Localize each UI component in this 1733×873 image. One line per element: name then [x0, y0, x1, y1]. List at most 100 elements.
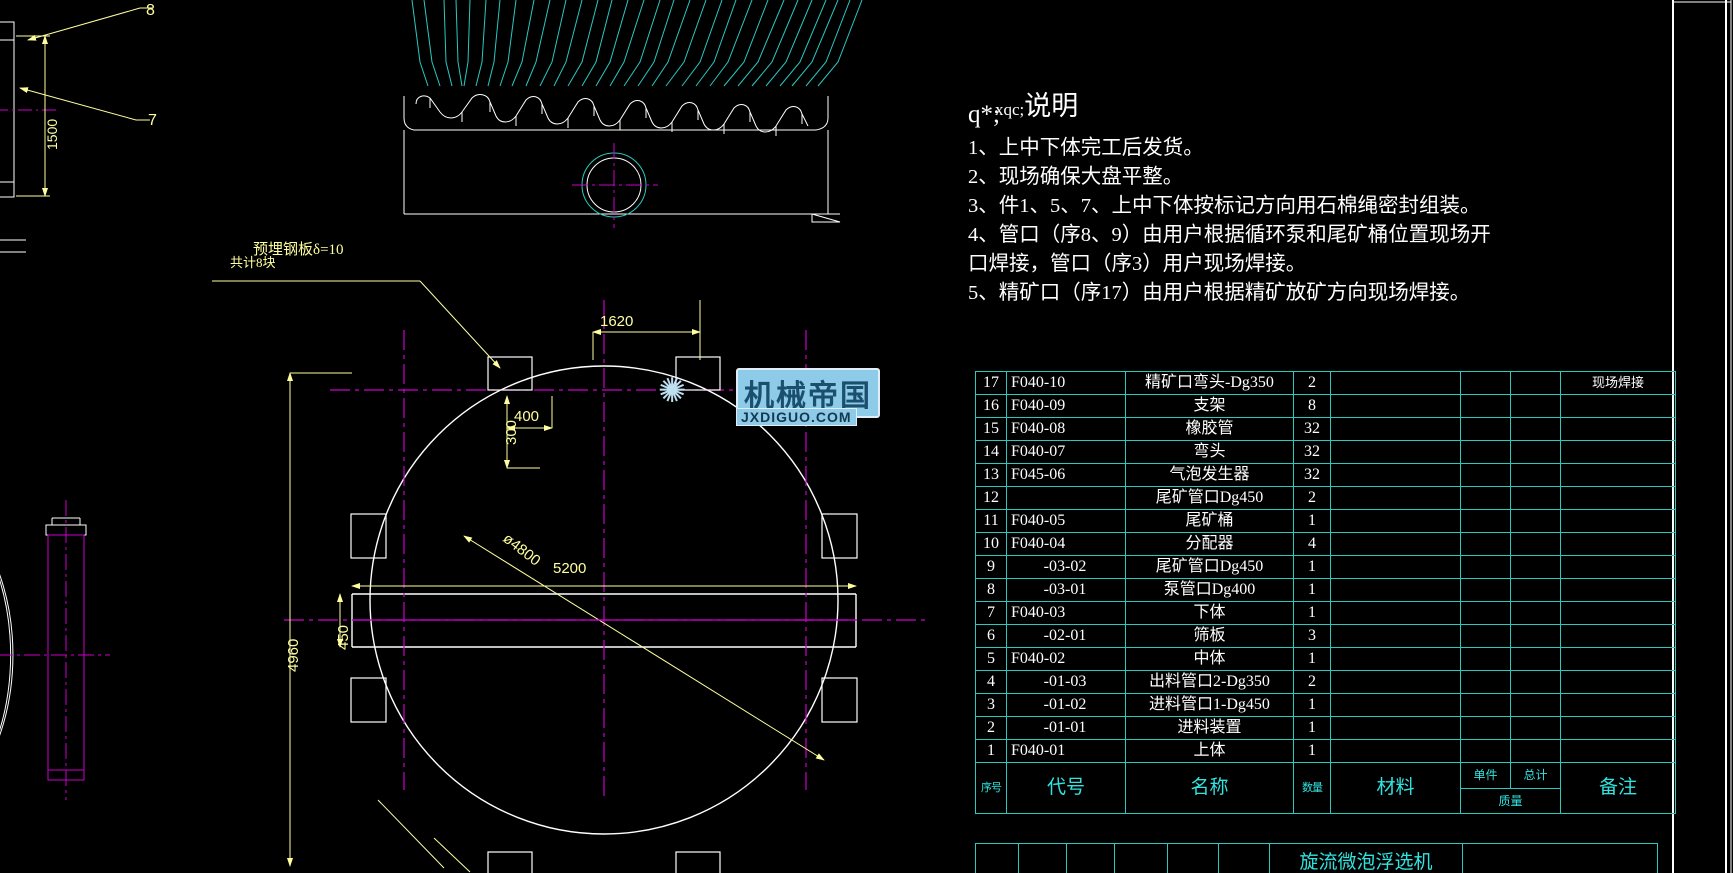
watermark-wing-icon: ✺ [658, 371, 687, 411]
bom-cell-name: 精矿口弯头-Dg350 [1125, 371, 1294, 395]
bom-cell-material [1330, 417, 1461, 441]
bom-header-row: 序号 代号 名称 数量 材料 单件 总计 质量 备注 [975, 762, 1676, 814]
bom-cell-no: 15 [975, 417, 1007, 441]
bom-cell-code: F040-07 [1006, 440, 1126, 464]
bom-cell-no: 7 [975, 601, 1007, 625]
bom-cell-remark [1560, 394, 1676, 418]
bom-cell-remark [1560, 509, 1676, 533]
bom-cell-mass-total [1510, 578, 1561, 602]
bom-header-code: 代号 [1006, 762, 1126, 814]
bom-cell-mass-single [1460, 555, 1511, 579]
bom-cell-qty: 1 [1293, 509, 1331, 533]
embed-plate-label: 预埋钢板δ=10 [253, 242, 344, 258]
bom-cell-material [1330, 670, 1461, 694]
bom-header-material: 材料 [1330, 762, 1461, 814]
bom-cell-code: F040-02 [1006, 647, 1126, 671]
bom-cell-material [1330, 486, 1461, 510]
dim-450: 450 [335, 624, 352, 650]
bom-cell-mass-total [1510, 440, 1561, 464]
bom-cell-no: 6 [975, 624, 1007, 648]
bom-cell-name: 筛板 [1125, 624, 1294, 648]
bom-cell-material [1330, 647, 1461, 671]
note-line-5: 口焊接，管口（序3）用户现场焊接。 [968, 253, 1307, 275]
bom-header-qty-label: 数量 [1302, 781, 1323, 794]
bom-cell-mass-total [1510, 509, 1561, 533]
bom-cell-mass-total [1510, 463, 1561, 487]
bom-cell-material [1330, 532, 1461, 556]
bom-cell-material [1330, 716, 1461, 740]
dim-300: 300 [503, 419, 520, 445]
bom-cell-mass-single [1460, 693, 1511, 717]
bom-cell-code: F040-04 [1006, 532, 1126, 556]
bom-cell-mass-single [1460, 532, 1511, 556]
bom-cell-name: 进料装置 [1125, 716, 1294, 740]
bom-cell-no: 5 [975, 647, 1007, 671]
bom-cell-mass-total [1510, 739, 1561, 763]
bom-cell-name: 下体 [1125, 601, 1294, 625]
bom-cell-code: -01-03 [1006, 670, 1126, 694]
bom-cell-no: 12 [975, 486, 1007, 510]
bom-cell-remark [1560, 693, 1676, 717]
bom-cell-remark [1560, 578, 1676, 602]
bom-cell-qty: 1 [1293, 716, 1331, 740]
bom-header-mass-total: 总计 [1523, 768, 1548, 782]
bom-cell-no: 9 [975, 555, 1007, 579]
notes-title-text: 说明 [1024, 91, 1079, 121]
bom-cell-mass-single [1460, 716, 1511, 740]
bom-header-mass: 单件 总计 质量 [1460, 762, 1561, 814]
bom-cell-qty: 4 [1293, 532, 1331, 556]
bom-cell-qty: 1 [1293, 601, 1331, 625]
bom-cell-mass-single [1460, 486, 1511, 510]
tb-cell-2 [1018, 843, 1067, 873]
bom-cell-code: -02-01 [1006, 624, 1126, 648]
bom-cell-code: -03-02 [1006, 555, 1126, 579]
bom-cell-remark [1560, 555, 1676, 579]
bom-cell-name: 进料管口1-Dg450 [1125, 693, 1294, 717]
bom-cell-qty: 2 [1293, 486, 1331, 510]
title-block: 旋流微泡浮选机 [975, 843, 1658, 873]
bom-cell-mass-total [1510, 624, 1561, 648]
bom-cell-mass-total [1510, 555, 1561, 579]
bom-cell-material [1330, 739, 1461, 763]
bom-cell-mass-total [1510, 647, 1561, 671]
bom-cell-remark [1560, 624, 1676, 648]
bom-cell-mass-total [1510, 371, 1561, 395]
bom-header-no: 序号 [975, 762, 1007, 814]
top-left-elevation [0, 7, 152, 253]
bom-cell-name: 尾矿管口Dg450 [1125, 486, 1294, 510]
tb-drawing-name: 旋流微泡浮选机 [1269, 843, 1463, 873]
bom-cell-mass-single [1460, 601, 1511, 625]
bom-cell-mass-total [1510, 486, 1561, 510]
bom-cell-remark [1560, 601, 1676, 625]
bom-cell-mass-single [1460, 440, 1511, 464]
note-line-3: 3、件1、5、7、上中下体按标记方向用石棉绳密封组装。 [968, 195, 1481, 217]
dim-1500: 1500 [44, 118, 60, 150]
bom-cell-qty: 1 [1293, 693, 1331, 717]
bom-cell-mass-single [1460, 739, 1511, 763]
bom-header-mass-label: 质量 [1461, 787, 1560, 813]
bom-cell-mass-total [1510, 532, 1561, 556]
bom-cell-material [1330, 601, 1461, 625]
bom-cell-mass-single [1460, 417, 1511, 441]
watermark: ✺ 机械帝国 JXDIGUO.COM [658, 368, 918, 432]
bom-cell-remark [1560, 486, 1676, 510]
tb-cell-6 [1218, 843, 1270, 873]
bom-cell-name: 尾矿管口Dg450 [1125, 555, 1294, 579]
watermark-url: JXDIGUO.COM [736, 408, 857, 426]
bom-cell-material [1330, 371, 1461, 395]
bom-cell-name: 上体 [1125, 739, 1294, 763]
bom-cell-qty: 32 [1293, 463, 1331, 487]
